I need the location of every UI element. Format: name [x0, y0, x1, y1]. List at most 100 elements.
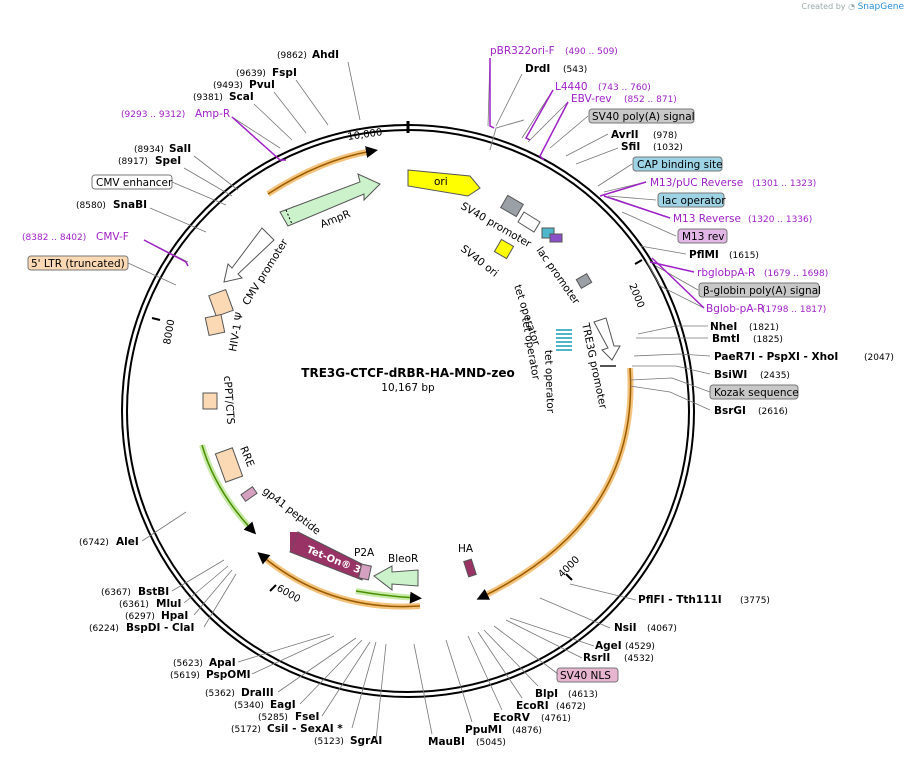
site-spei[interactable]: SpeI	[155, 155, 181, 167]
box-sv40-nls[interactable]	[556, 667, 619, 683]
primer-m13-reverse[interactable]: M13 Reverse	[673, 213, 741, 225]
site-draiii-pos: (5362)	[205, 689, 235, 699]
site-ppumi[interactable]: PpuMI	[465, 724, 502, 736]
box-sv40-polya[interactable]	[588, 108, 695, 124]
snapgene-logo-icon: ◔	[848, 2, 856, 11]
feature-gp41[interactable]: gp41 peptide	[240, 485, 323, 538]
primer-l4440-range: (743 .. 760)	[598, 83, 651, 93]
site-spei-pos: (8917)	[118, 157, 148, 167]
site-nsii[interactable]: NsiI	[614, 622, 637, 634]
callouts-left: AhdI (9862) FspI (9639) PvuI (9493) ScaI…	[22, 49, 382, 747]
site-bstbi[interactable]: BstBI	[138, 586, 169, 598]
feature-hiv1-psi[interactable]: HIV-1 Ψ	[204, 288, 246, 353]
site-avrii-pos: (978)	[653, 131, 677, 141]
site-maubi[interactable]: MauBI	[428, 736, 465, 748]
site-fsei[interactable]: FseI	[295, 711, 319, 723]
label-sv40-nls: SV40 NLS	[560, 670, 611, 682]
site-ecori[interactable]: EcoRI	[516, 700, 549, 712]
site-nhei[interactable]: NheI	[710, 321, 737, 333]
site-sali[interactable]: SalI	[169, 143, 191, 155]
primer-l4440[interactable]: L4440	[555, 81, 588, 93]
site-bstbi-pos: (6367)	[101, 588, 131, 598]
feature-label-sv40-ori: SV40 ori	[458, 243, 500, 280]
box-beta-globin-polya[interactable]	[698, 282, 820, 298]
primer-bglob-pa-r[interactable]: Bglob-pA-R	[706, 303, 764, 315]
primer-rbglobpa-r[interactable]: rbglobpA-R	[697, 267, 755, 279]
site-rsrii-pos: (4532)	[624, 654, 654, 664]
site-avrii[interactable]: AvrII	[611, 129, 639, 141]
site-mlui[interactable]: MluI	[156, 598, 181, 610]
box-cap-binding-site[interactable]	[632, 156, 723, 172]
feature-bleor[interactable]: BleoR	[373, 553, 419, 592]
feature-ha[interactable]: HA	[458, 543, 477, 578]
primer-ebv-rev[interactable]: EBV-rev	[571, 93, 612, 105]
site-bspdi-clai[interactable]: BspDI - ClaI	[126, 622, 194, 634]
primer-amp-r[interactable]: Amp-R	[195, 108, 230, 120]
site-ahdi[interactable]: AhdI	[312, 49, 339, 61]
site-sfii[interactable]: SfiI	[621, 141, 640, 153]
feature-cppt[interactable]: cPPT/CTS	[202, 375, 236, 425]
primer-m13-puc-reverse-range: (1301 .. 1323)	[752, 179, 816, 189]
site-pspomi-pos: (5619)	[170, 671, 200, 681]
site-drdi[interactable]: DrdI	[525, 63, 550, 75]
site-blpi[interactable]: BlpI	[535, 688, 558, 700]
site-hpai[interactable]: HpaI	[161, 610, 188, 622]
tick-6000	[269, 584, 277, 592]
site-pvui-pos: (9493)	[213, 81, 243, 91]
feature-label-cppt: cPPT/CTS	[221, 375, 236, 425]
site-pvui[interactable]: PvuI	[249, 79, 275, 91]
box-m13-rev[interactable]	[677, 228, 728, 244]
site-snabi[interactable]: SnaBI	[113, 199, 147, 211]
site-alei[interactable]: AleI	[116, 536, 139, 548]
feature-label-gp41: gp41 peptide	[260, 485, 323, 538]
site-pspomi[interactable]: PspOMI	[206, 669, 251, 681]
site-bsrgi[interactable]: BsrGI	[714, 405, 746, 417]
site-sgrai[interactable]: SgrAI	[350, 735, 382, 747]
feature-tet-operators[interactable]: tet operator tet operator tet operator	[511, 283, 572, 414]
feature-ampr[interactable]: AmpR	[279, 173, 381, 231]
site-nhei-pos: (1821)	[749, 323, 779, 333]
callouts-right: pBR322ori-F (490 .. 509) DrdI (543) L444…	[428, 45, 894, 748]
feature-label-sv40-promoter: SV40 promoter	[459, 200, 534, 250]
site-scai[interactable]: ScaI	[229, 91, 254, 103]
tick-8000	[151, 317, 161, 321]
feature-p2a[interactable]: P2A	[354, 547, 375, 581]
feature-label-lac-promoter: lac promoter	[534, 245, 583, 307]
feature-tre3g-promoter[interactable]: TRE3G promoter	[579, 317, 621, 411]
site-hpai-pos: (6297)	[125, 612, 155, 622]
site-draiii[interactable]: DraIII	[241, 687, 274, 699]
feature-ori[interactable]: ori	[407, 169, 481, 197]
feature-lac-promoter[interactable]: lac promoter	[534, 227, 593, 307]
site-agei[interactable]: AgeI	[595, 640, 622, 652]
site-csii-sexai[interactable]: CsiI - SexAI *	[267, 723, 343, 735]
primer-m13-puc-reverse[interactable]: M13/pUC Reverse	[650, 177, 743, 189]
label-5-ltr: 5' LTR (truncated)	[31, 258, 125, 270]
site-apai[interactable]: ApaI	[209, 657, 236, 669]
site-bsiwi[interactable]: BsiWI	[714, 369, 747, 381]
site-pflfi-tth111i[interactable]: PflFI - Tth111I	[638, 594, 722, 606]
feature-cmv-promoter[interactable]: CMV promoter	[223, 227, 291, 308]
primer-pbr322ori-f[interactable]: pBR322ori-F	[490, 45, 555, 57]
backbone-outer	[121, 124, 695, 698]
site-rsrii[interactable]: RsrII	[583, 652, 610, 664]
site-bmti[interactable]: BmtI	[712, 333, 740, 345]
feature-label-tet-operator-2: tet operator	[519, 316, 542, 381]
site-pflmi[interactable]: PflMI	[689, 249, 719, 261]
feature-sv40-ori[interactable]: SV40 ori	[458, 238, 515, 280]
primer-cmv-f[interactable]: CMV-F	[96, 231, 129, 243]
site-nsii-pos: (4067)	[647, 624, 677, 634]
label-m13-rev: M13 rev	[682, 231, 725, 243]
site-bsrgi-pos: (2616)	[758, 407, 788, 417]
credit-prefix: Created by	[801, 2, 846, 11]
site-fspi-pos: (9639)	[236, 69, 266, 79]
site-fspi[interactable]: FspI	[272, 67, 297, 79]
site-ecorv[interactable]: EcoRV	[493, 712, 531, 724]
feature-rre[interactable]: RRE	[214, 445, 256, 483]
site-paer7i-pspxi-xhoi[interactable]: PaeR7I - PspXI - XhoI	[714, 351, 838, 363]
site-eagi[interactable]: EagI	[270, 699, 296, 711]
box-lac-operator[interactable]	[657, 192, 725, 208]
site-ahdi-pos: (9862)	[277, 51, 307, 61]
primer-pbr322ori-f-range: (490 .. 509)	[565, 47, 618, 57]
snapgene-credit: Created by ◔ SnapGene	[802, 2, 905, 12]
